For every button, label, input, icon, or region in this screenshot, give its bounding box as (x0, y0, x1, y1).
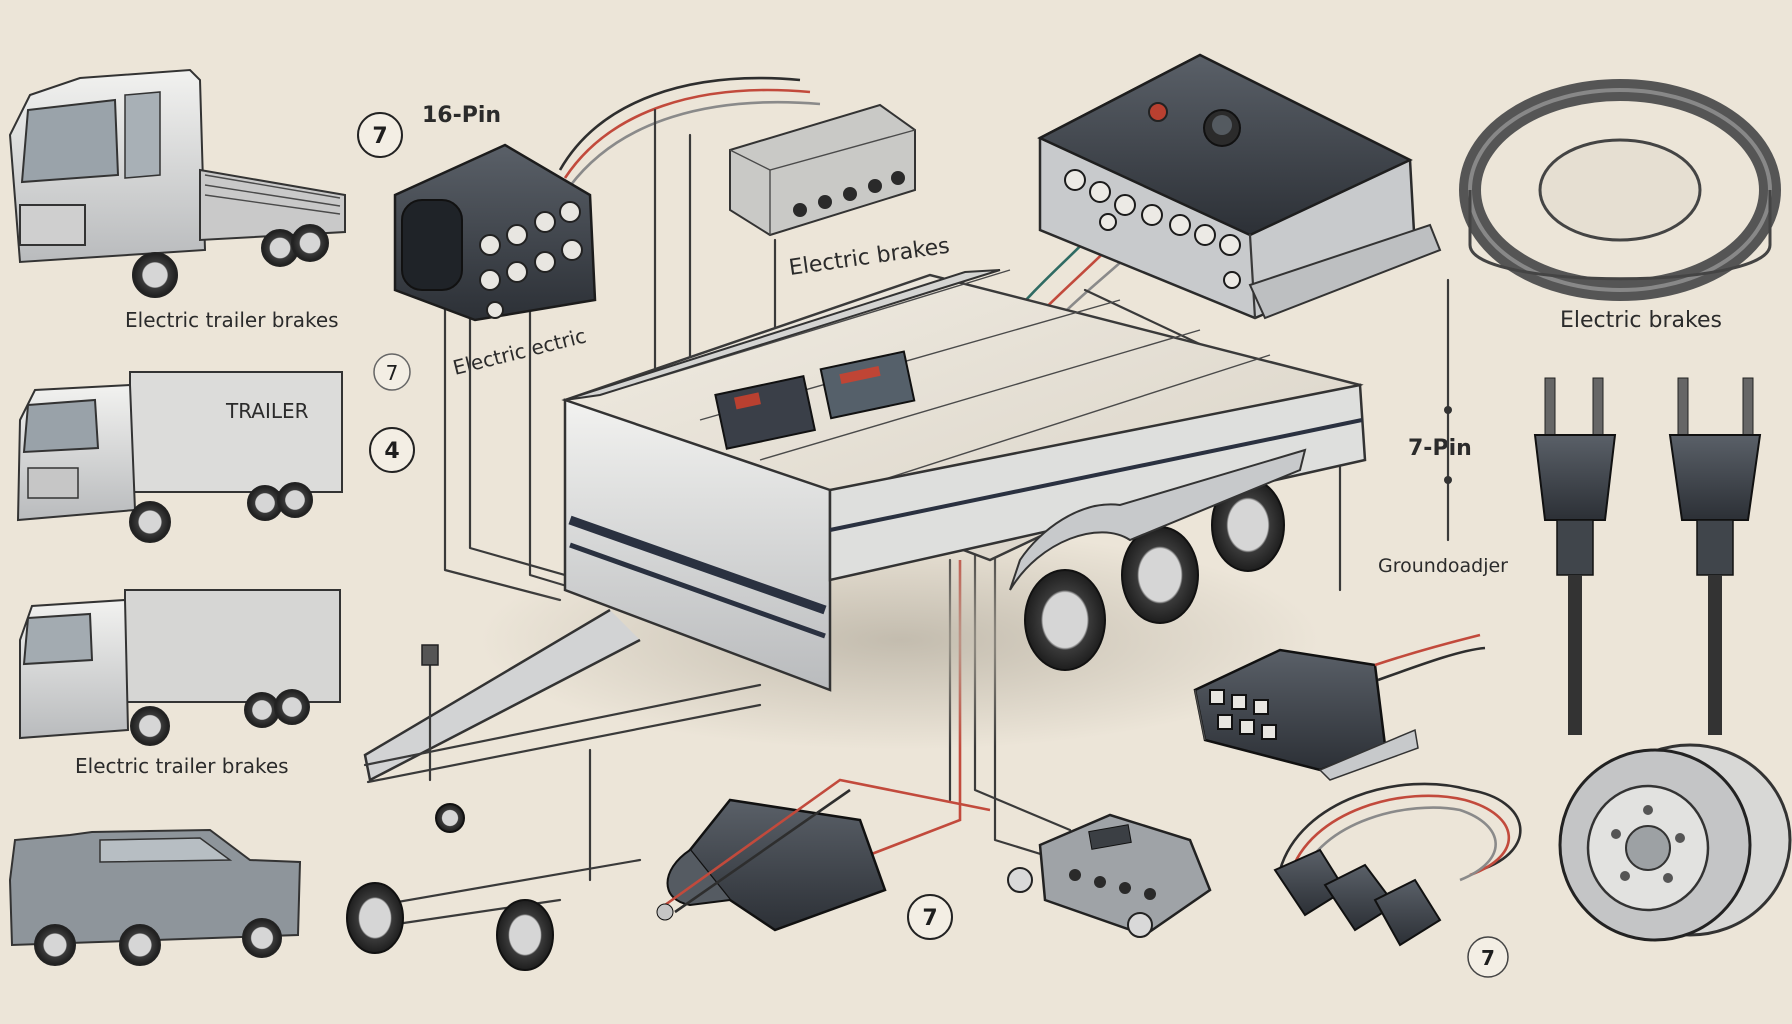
utility-trailer-illustration (363, 269, 1367, 833)
label-trailer-box: TRAILER (225, 399, 309, 423)
svg-text:7: 7 (1481, 946, 1495, 970)
svg-text:7: 7 (372, 124, 387, 149)
label-electric-brakes-center: Electric brakes (787, 234, 951, 281)
svg-text:7: 7 (922, 906, 937, 931)
trailer-wheels (1024, 478, 1285, 671)
svg-text:7: 7 (386, 361, 399, 385)
wheel-tire-icon (1558, 743, 1792, 942)
label-groundoadjer: Groundoadjer (1378, 555, 1508, 577)
label-electric-ectric: Electric ectric (450, 324, 588, 380)
7-pin-plug-connector (656, 778, 991, 932)
trailer-socket-7-pin (1193, 633, 1486, 781)
badge-7-left: 7 (373, 353, 411, 391)
label-electric-brakes-right: Electric brakes (1560, 308, 1722, 333)
badge-7-bottom-right: 7 (1467, 936, 1509, 978)
junction-block (729, 103, 916, 237)
box-truck-2-illustration (19, 589, 341, 746)
power-plug-icon-right (1668, 377, 1762, 735)
badge-4: 4 (369, 427, 415, 473)
label-7-pin: 7-Pin (1408, 436, 1472, 461)
label-16-pin: 16-Pin (422, 103, 501, 128)
coiled-cable-icon (1459, 79, 1781, 301)
badge-7-bottom-center: 7 (907, 894, 953, 940)
16-pin-connector (393, 143, 597, 322)
svg-text:4: 4 (384, 439, 399, 464)
socket-connector (1007, 813, 1212, 938)
power-plug-icon-left (1533, 377, 1617, 735)
axle-assembly (346, 858, 642, 971)
flatbed-truck-illustration (8, 68, 346, 298)
pickup-truck-illustration (8, 828, 302, 966)
box-truck-illustration (16, 371, 343, 543)
brake-controller-unit (1037, 53, 1442, 320)
label-electric-trailer-brakes-top: Electric trailer brakes (125, 308, 339, 332)
badge-7-top: 7 (357, 112, 403, 158)
wiring-harness-coil (1273, 782, 1522, 947)
label-electric-trailer-brakes-mid: Electric trailer brakes (75, 754, 289, 778)
